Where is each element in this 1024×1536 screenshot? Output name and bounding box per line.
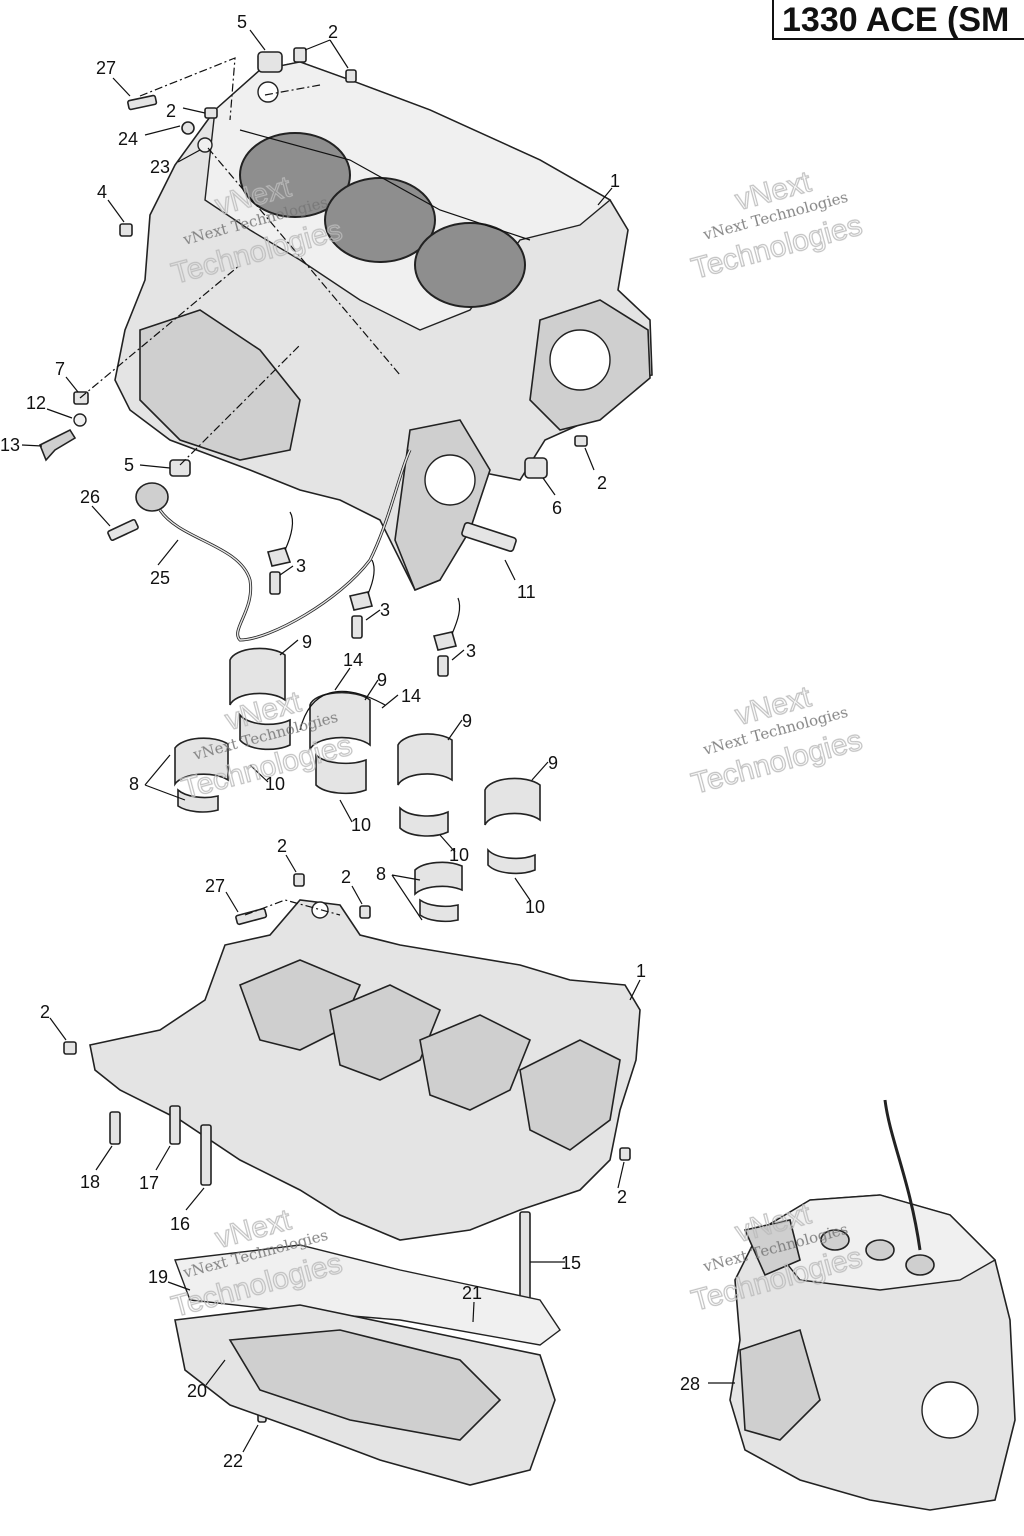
- callout-10: 10: [449, 845, 469, 865]
- oil-pan-assembly: [174, 1244, 561, 1486]
- upper-small-parts: [38, 47, 588, 553]
- sleeve-2h: [619, 1147, 631, 1161]
- leader-lines: [21, 29, 735, 1453]
- callout-18: 18: [80, 1172, 100, 1192]
- callout-3: 3: [466, 641, 476, 661]
- bearing-9a: [229, 647, 286, 706]
- callout-14: 14: [343, 650, 363, 670]
- upper-crankcase: [114, 61, 653, 592]
- screw-26: [107, 518, 139, 542]
- sleeve-2g: [63, 1041, 77, 1055]
- callout-27: 27: [96, 58, 116, 78]
- callout-8: 8: [129, 774, 139, 794]
- bearing-9c: [397, 733, 453, 786]
- callout-15: 15: [561, 1253, 581, 1273]
- callout-26: 26: [80, 487, 100, 507]
- screw-27-bottom: [235, 907, 268, 926]
- callout-10: 10: [525, 897, 545, 917]
- sleeve-2e: [293, 873, 305, 887]
- dowel-5-bottom: [169, 459, 191, 477]
- engine-assembly-28: [729, 1099, 1016, 1511]
- callout-2: 2: [328, 22, 338, 42]
- callout-1: 1: [610, 171, 620, 191]
- callout-2: 2: [341, 867, 351, 887]
- callout-4: 4: [97, 182, 107, 202]
- bearing-8b: [414, 861, 463, 896]
- callout-7: 7: [55, 359, 65, 379]
- callout-2: 2: [166, 101, 176, 121]
- callout-12: 12: [26, 393, 46, 413]
- callout-2: 2: [617, 1187, 627, 1207]
- callout-9: 9: [302, 632, 312, 652]
- washer-24: [181, 121, 195, 135]
- gasket-19: [174, 1244, 561, 1346]
- sleeve-2f: [359, 905, 371, 919]
- callout-8: 8: [376, 864, 386, 884]
- cylinder-bore-2: [324, 177, 436, 263]
- screw-17: [169, 1105, 181, 1145]
- callout-numbers: 5 2 27 2 24 23 4 1 7 12 13 5 2 6 26 25 3…: [0, 12, 700, 1471]
- pin-11: [461, 521, 517, 553]
- callout-5: 5: [124, 455, 134, 475]
- screw-18: [109, 1111, 121, 1145]
- callout-16: 16: [170, 1214, 190, 1234]
- callout-25: 25: [150, 568, 170, 588]
- callout-5: 5: [237, 12, 247, 32]
- callout-11: 11: [517, 582, 536, 602]
- bearing-shells: [174, 647, 541, 923]
- o-ring-12: [73, 413, 87, 427]
- callout-10: 10: [265, 774, 285, 794]
- callout-3: 3: [296, 556, 306, 576]
- screw-27-top: [127, 94, 158, 111]
- knock-sensor-25: [107, 449, 412, 642]
- lower-crankcase: [89, 899, 641, 1241]
- callout-27: 27: [205, 876, 225, 896]
- sleeve-2c: [204, 107, 218, 119]
- callout-20: 20: [187, 1381, 207, 1401]
- dowel-6: [524, 457, 548, 479]
- callout-10: 10: [351, 815, 371, 835]
- callout-23: 23: [150, 157, 170, 177]
- fitting-13: [38, 428, 77, 462]
- callout-9: 9: [548, 753, 558, 773]
- callout-21: 21: [462, 1283, 482, 1303]
- cylinder-bore-1: [239, 132, 351, 218]
- dowel-5-top: [257, 51, 283, 73]
- sleeve-2a: [293, 47, 307, 63]
- callout-17: 17: [139, 1173, 159, 1193]
- callout-19: 19: [148, 1267, 168, 1287]
- callout-1: 1: [636, 961, 646, 981]
- sleeve-2b: [345, 69, 357, 83]
- callout-2: 2: [277, 836, 287, 856]
- callout-24: 24: [118, 129, 138, 149]
- callout-6: 6: [552, 498, 562, 518]
- bearing-8a: [174, 737, 229, 787]
- callout-2: 2: [597, 473, 607, 493]
- oil-jets-3: [267, 511, 461, 677]
- callout-22: 22: [223, 1451, 243, 1471]
- diagram-title: 1330 ACE (SM: [772, 0, 1024, 40]
- callout-9: 9: [377, 670, 387, 690]
- callout-14: 14: [401, 686, 421, 706]
- sleeve-2d: [574, 435, 588, 447]
- cylinder-bore-3: [414, 222, 526, 308]
- bearing-9d: [484, 777, 541, 826]
- screw-15: [519, 1211, 531, 1308]
- callout-28: 28: [680, 1374, 700, 1394]
- callout-13: 13: [0, 435, 20, 455]
- callout-3: 3: [380, 600, 390, 620]
- callout-2: 2: [40, 1002, 50, 1022]
- callout-9: 9: [462, 711, 472, 731]
- plug-4: [119, 223, 133, 237]
- screw-16: [200, 1124, 212, 1186]
